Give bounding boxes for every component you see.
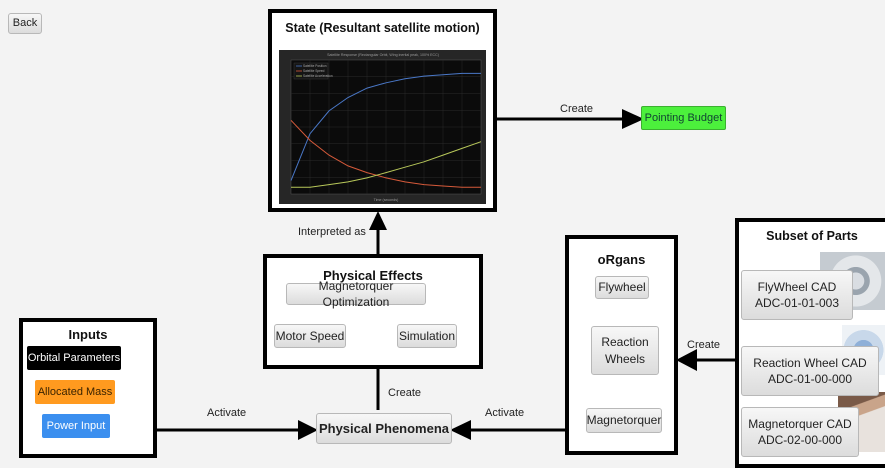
back-button[interactable]: Back	[8, 13, 42, 34]
subset-of-parts-title: Subset of Parts	[766, 229, 858, 243]
legend-position: Satellite Position	[303, 64, 327, 68]
chart-series-satellite-acceleration	[291, 141, 482, 188]
legend-acceleration: Satellite Acceleration	[303, 74, 333, 78]
flywheel-cad-code: ADC-01-01-003	[754, 296, 840, 310]
reaction-wheels-line1: Reaction	[601, 335, 649, 350]
reaction-wheels-line2: Wheels	[604, 351, 645, 366]
organs-title: oRgans	[597, 252, 646, 267]
simulation-button[interactable]: Simulation	[397, 324, 457, 348]
inputs-title: Inputs	[68, 327, 108, 342]
chart-xlabel: Time (seconds)	[374, 198, 399, 202]
state-chart: Satellite Response (Rectangular Orbit, W…	[279, 50, 486, 204]
physical-effects-title: Physical Effects	[323, 268, 423, 283]
flywheel-button[interactable]: Flywheel	[595, 276, 649, 299]
chart-legend: Satellite Position Satellite Speed Satel…	[293, 62, 333, 80]
reaction-wheel-cad-button[interactable]: Reaction Wheel CAD ADC-01-00-000	[741, 346, 879, 396]
allocated-mass-button[interactable]: Allocated Mass	[35, 380, 115, 404]
interpreted-as-label: Interpreted as	[298, 226, 366, 238]
magnetorquer-optimization-button[interactable]: Magnetorquer Optimization	[286, 279, 426, 309]
magnetorquer-cad-name: Magnetorquer CAD	[748, 416, 852, 431]
magnetorquer-button[interactable]: Magnetorquer	[586, 408, 662, 433]
orbital-parameters-button[interactable]: Orbital Parameters	[27, 346, 121, 370]
pointing-budget-button[interactable]: Pointing Budget	[641, 106, 726, 130]
state-panel: State (Resultant satellite motion) Satel…	[268, 9, 497, 212]
chart-series-satellite-position	[290, 72, 481, 181]
power-input-button[interactable]: Power Input	[42, 414, 110, 438]
activate-label-left: Activate	[207, 407, 247, 419]
activate-label-right: Activate	[485, 407, 525, 419]
physical-phenomena-button[interactable]: Physical Phenomena	[316, 413, 452, 444]
state-title: State (Resultant satellite motion)	[285, 21, 480, 35]
flywheel-cad-name: FlyWheel CAD	[757, 279, 837, 294]
chart-title: Satellite Response (Rectangular Orbit, W…	[327, 53, 439, 57]
magnetorquer-cad-code: ADC-02-00-000	[757, 433, 843, 447]
reaction-wheel-cad-name: Reaction Wheel CAD	[753, 355, 867, 370]
motor-speed-button[interactable]: Motor Speed	[274, 324, 346, 348]
create-label-right: Create	[687, 339, 721, 351]
chart-series-satellite-speed	[290, 119, 481, 188]
reaction-wheel-cad-code: ADC-01-00-000	[767, 372, 853, 386]
magnetorquer-cad-button[interactable]: Magnetorquer CAD ADC-02-00-000	[741, 407, 859, 457]
physical-effects-panel: Physical Effects	[263, 254, 483, 369]
flywheel-cad-button[interactable]: FlyWheel CAD ADC-01-01-003	[741, 270, 853, 320]
legend-speed: Satellite Speed	[303, 69, 325, 73]
reaction-wheels-button[interactable]: Reaction Wheels	[591, 326, 659, 375]
create-label-middle: Create	[388, 387, 422, 399]
create-label-top: Create	[560, 103, 594, 115]
